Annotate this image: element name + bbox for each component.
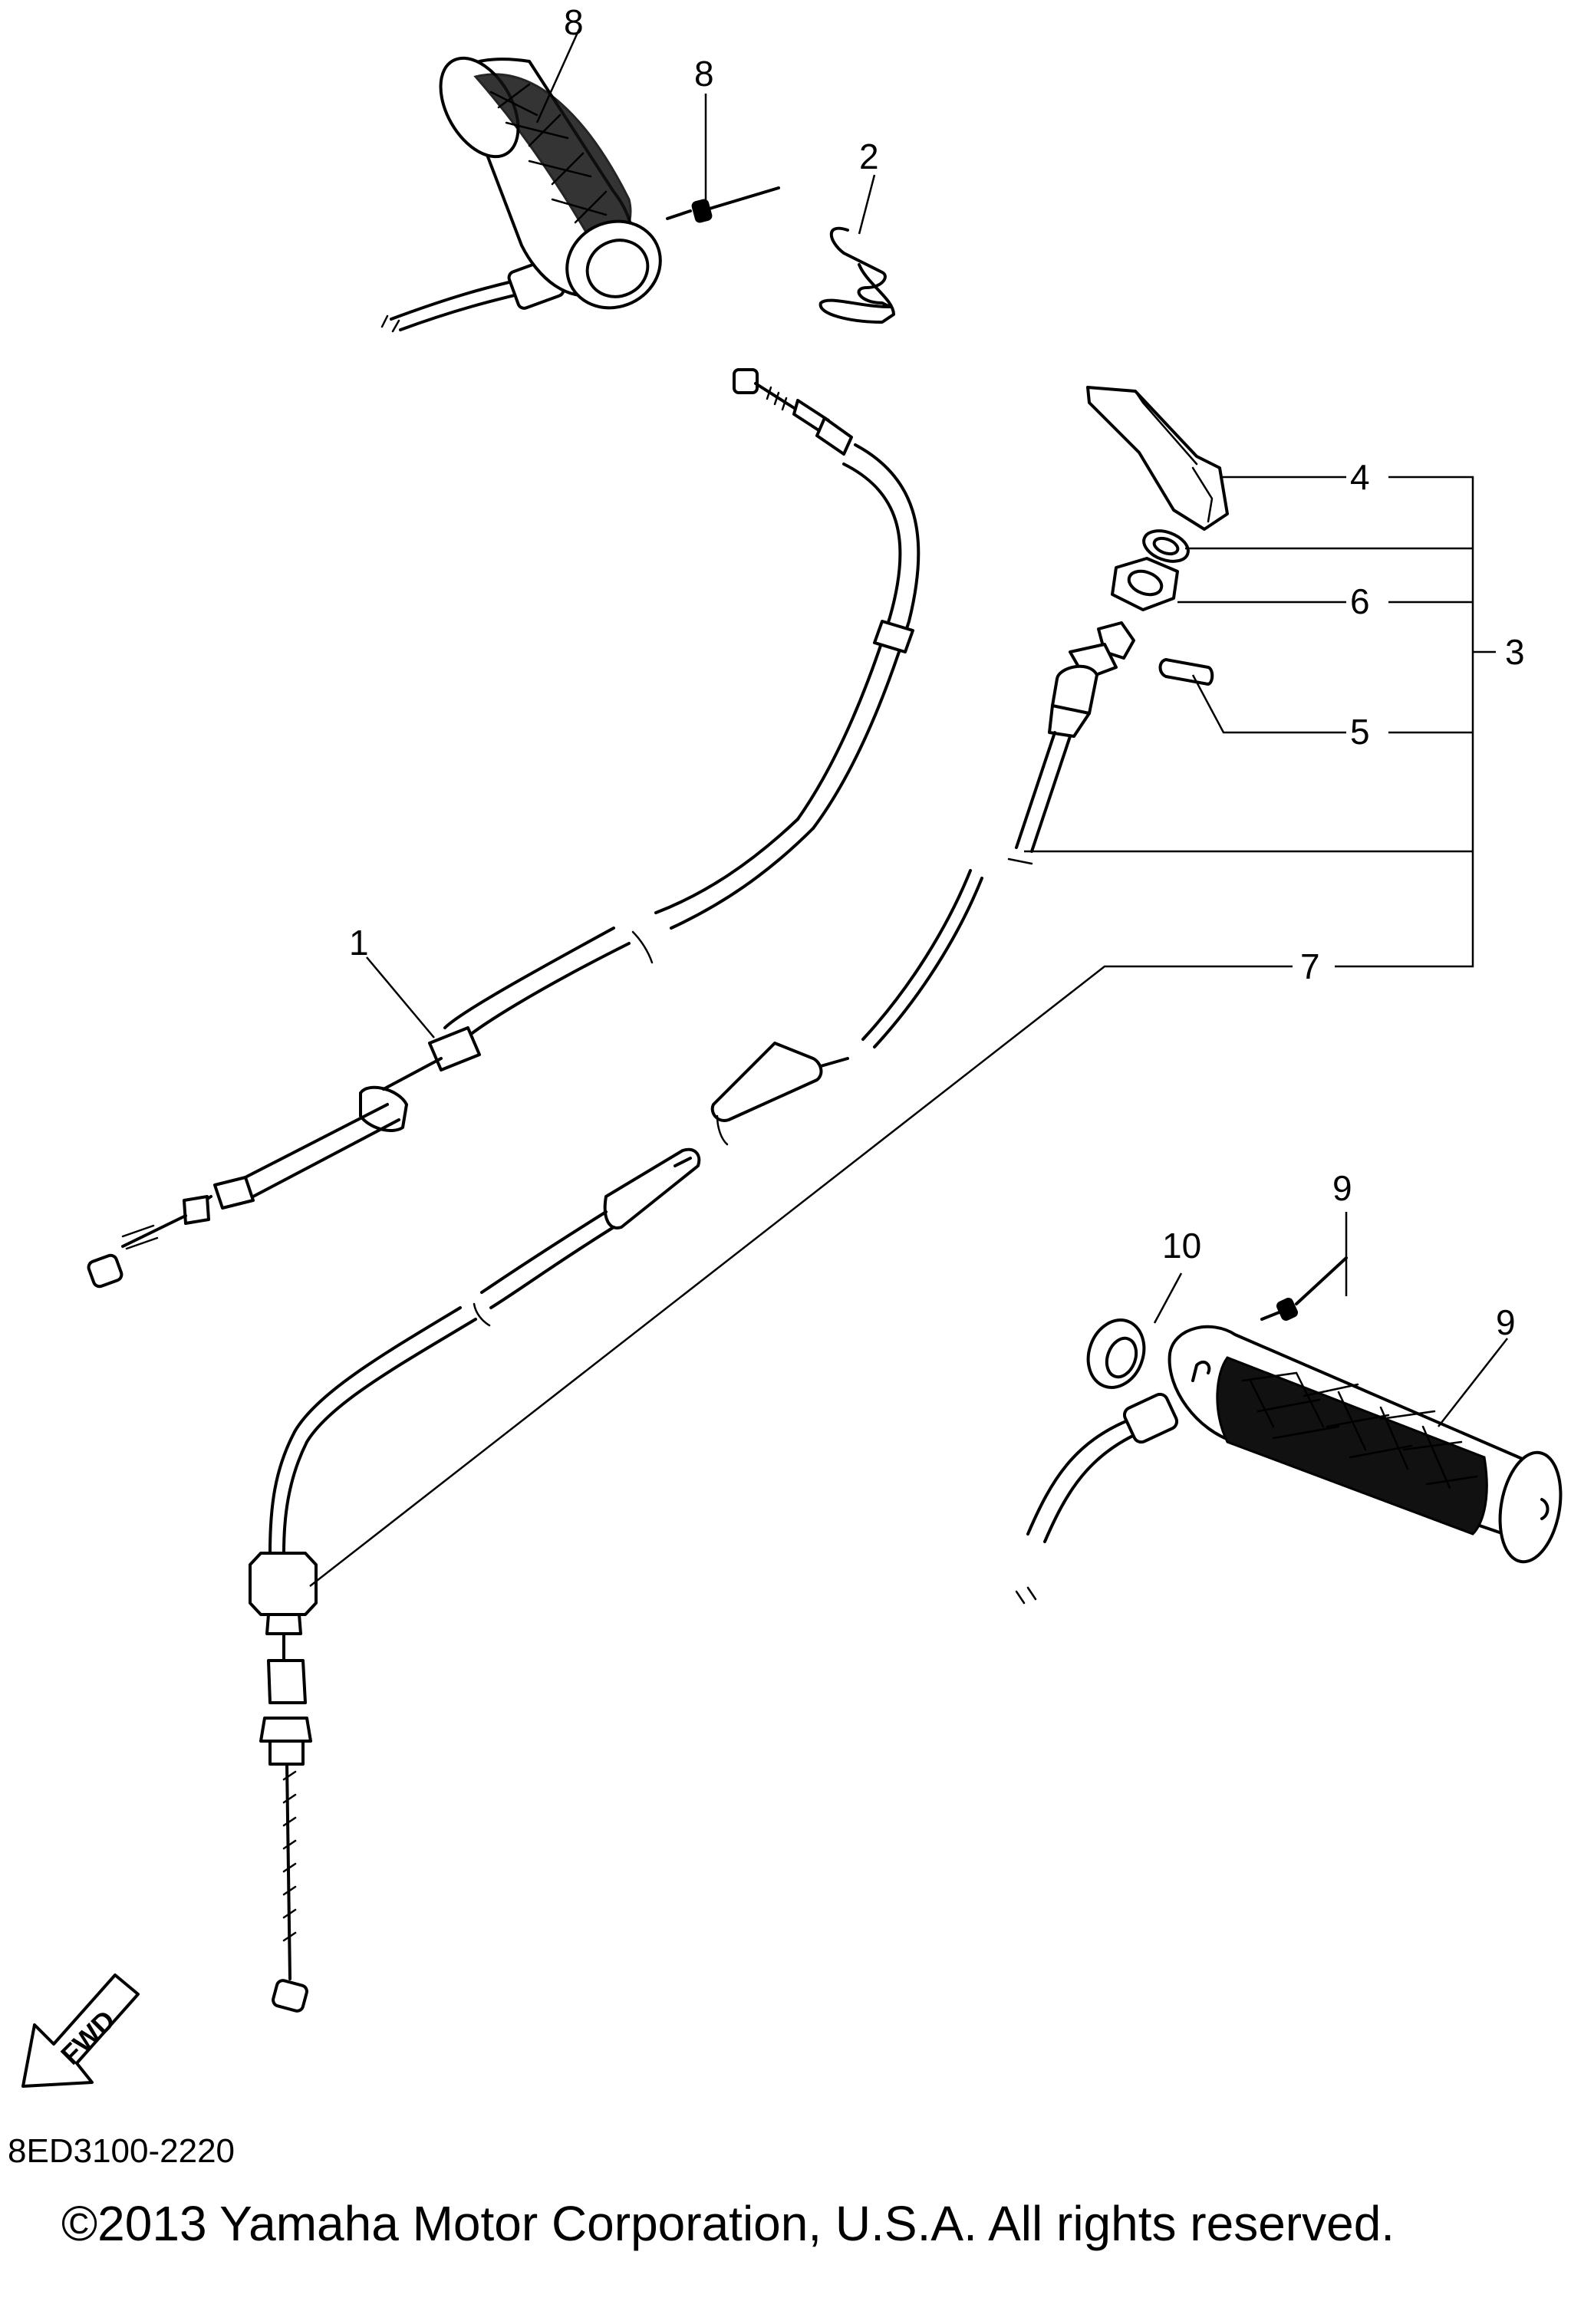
fwd-arrow-icon: FWD — [21, 1973, 140, 2088]
grip-right — [1015, 1256, 1563, 1605]
leader-8a — [535, 28, 581, 123]
callout-3: 3 — [1505, 632, 1525, 672]
cable-7 — [249, 621, 1135, 2013]
callout-8-right: 9 — [1496, 1302, 1516, 1342]
spring-clip — [818, 226, 895, 324]
callout-9-right: 9 — [1332, 1168, 1352, 1208]
callout-8-top: 8 — [564, 2, 584, 42]
washer-nut — [1111, 529, 1190, 611]
callout-9-top: 8 — [694, 54, 714, 94]
callout-5: 5 — [1350, 712, 1370, 752]
callout-6: 6 — [1350, 581, 1370, 621]
drawing-code: 8ED3100-2220 — [8, 2132, 235, 2170]
callout-10: 10 — [1162, 1226, 1201, 1266]
callout-1: 1 — [349, 923, 369, 963]
leader-1 — [366, 956, 435, 1039]
leader-10 — [1153, 1272, 1183, 1324]
lever-4 — [1086, 386, 1229, 531]
pin-5 — [1158, 658, 1214, 686]
grip-top-left — [380, 56, 662, 333]
leader-2 — [858, 174, 876, 235]
cable-1 — [87, 368, 921, 1289]
callout-7: 7 — [1300, 946, 1320, 986]
pin-top — [666, 186, 780, 223]
copyright-notice: ©2013 Yamaha Motor Corporation, U.S.A. A… — [61, 2196, 1395, 2251]
leader-8b — [1438, 1338, 1508, 1427]
bracket-3 — [309, 476, 1496, 1587]
callout-2: 2 — [859, 137, 879, 176]
callout-4: 4 — [1350, 457, 1370, 497]
